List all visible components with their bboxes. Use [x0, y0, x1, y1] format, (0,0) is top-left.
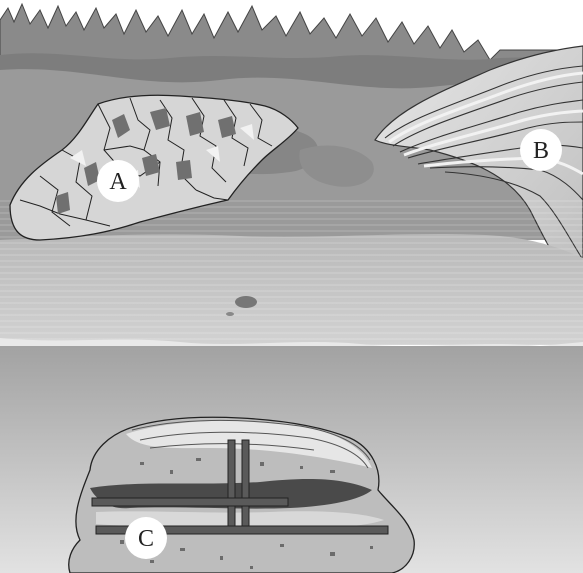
svg-text:C: C — [138, 526, 154, 552]
label-a: A — [97, 160, 139, 202]
small-pond — [235, 296, 257, 308]
svg-text:B: B — [533, 138, 549, 164]
svg-text:A: A — [109, 169, 127, 195]
label-b: B — [520, 129, 562, 171]
label-c: C — [125, 517, 167, 559]
small-pond-2 — [226, 312, 234, 316]
